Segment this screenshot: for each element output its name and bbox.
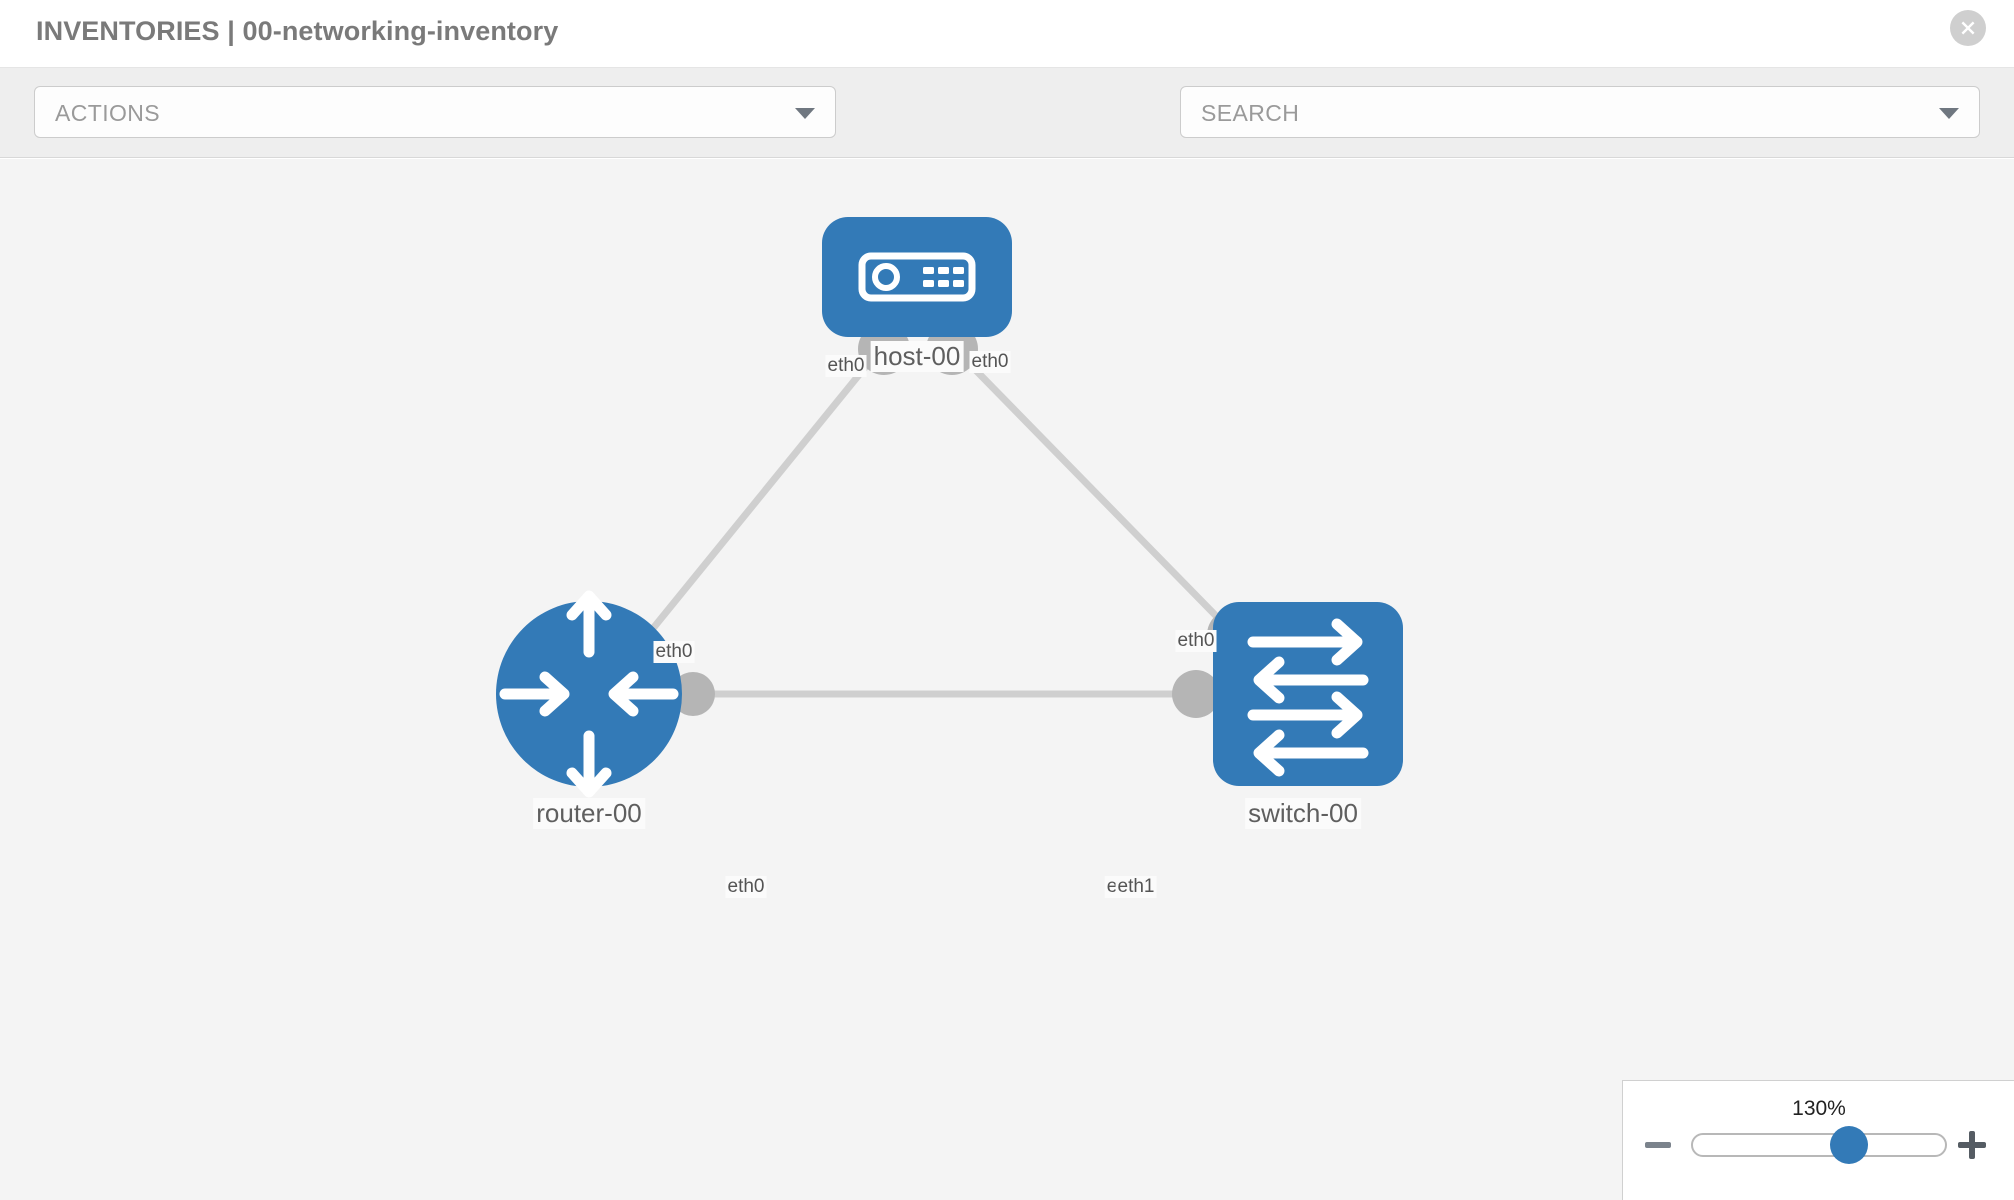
zoom-control-panel: 130% xyxy=(1622,1080,2014,1200)
iface-label-host-left: eth0 xyxy=(825,355,867,377)
page-title: INVENTORIES | 00-networking-inventory xyxy=(36,16,559,46)
search-placeholder: SEARCH xyxy=(1201,100,1300,126)
chevron-down-icon xyxy=(795,108,815,119)
server-icon xyxy=(858,252,976,302)
iface-label-router-up: eth0 xyxy=(653,641,695,663)
switch-arrows-icon xyxy=(1247,618,1369,777)
page-header: INVENTORIES | 00-networking-inventory xyxy=(0,0,2014,68)
iface-label-host-right: eth0 xyxy=(969,351,1011,373)
node-label-switch-00: switch-00 xyxy=(1245,798,1361,829)
toolbar: ACTIONS SEARCH xyxy=(0,68,2014,200)
zoom-out-button[interactable] xyxy=(1639,1125,1679,1165)
node-host-00[interactable] xyxy=(822,217,1012,337)
node-router-00[interactable] xyxy=(496,590,682,798)
search-input[interactable]: SEARCH xyxy=(1180,86,1980,138)
iface-label-switch-up: eth0 xyxy=(1175,630,1217,652)
close-icon xyxy=(1961,21,1975,35)
topology-graph xyxy=(496,217,1403,798)
node-label-host-00: host-00 xyxy=(870,341,964,372)
zoom-percent-label: 130% xyxy=(1792,1097,1846,1120)
endpoint-router-right xyxy=(671,672,715,716)
router-arrows-icon xyxy=(499,590,679,798)
node-label-router-00: router-00 xyxy=(533,798,645,829)
close-button[interactable] xyxy=(1950,10,1986,46)
link-group xyxy=(617,346,1271,698)
endpoint-switch-left xyxy=(1172,670,1220,718)
topology-canvas[interactable]: host-00 router-00 switch-00 eth0 eth0 et… xyxy=(0,159,2014,1200)
zoom-slider[interactable] xyxy=(1691,1126,1947,1164)
actions-dropdown[interactable]: ACTIONS xyxy=(34,86,836,138)
zoom-in-button[interactable] xyxy=(1953,1125,1993,1165)
iface-label-router-right: eth0 xyxy=(725,876,767,898)
zoom-slider-handle[interactable] xyxy=(1830,1126,1869,1164)
iface-label-switch-left: eth1 xyxy=(1115,876,1157,898)
actions-dropdown-label: ACTIONS xyxy=(55,100,161,126)
node-switch-00[interactable] xyxy=(1213,602,1403,786)
endpoint-group xyxy=(671,323,1259,718)
link-host-router xyxy=(617,346,883,672)
chevron-down-icon[interactable] xyxy=(1939,108,1959,119)
